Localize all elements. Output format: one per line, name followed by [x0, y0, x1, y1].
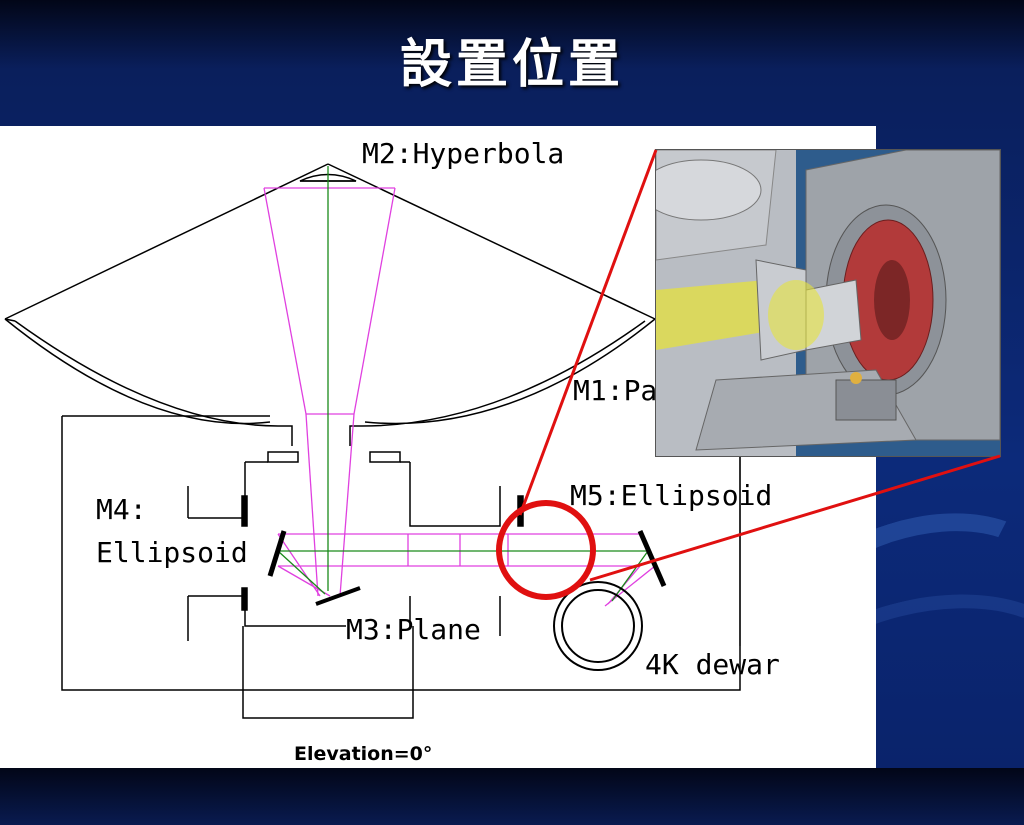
- label-m4: M4:: [96, 493, 147, 526]
- mirror-m3: [315, 586, 361, 606]
- label-m2: M2:Hyperbola: [362, 137, 564, 170]
- optical-axis: [277, 166, 649, 602]
- primary-dish: [4, 163, 656, 446]
- label-dewar: 4K dewar: [645, 648, 780, 681]
- label-elevation: Elevation=0°: [294, 743, 432, 765]
- dewar: [553, 581, 643, 671]
- slide-title: 設置位置: [399, 35, 624, 95]
- highlight-circle: [496, 500, 596, 600]
- render-illustration: [656, 150, 1000, 456]
- mirror-m4: [267, 530, 287, 577]
- label-m5: M5:Ellipsoid: [570, 479, 772, 512]
- label-m4-sub: Ellipsoid: [96, 536, 248, 569]
- mirror-m5: [637, 530, 667, 587]
- label-m3: M3:Plane: [346, 613, 481, 646]
- label-m1: M1:Pa: [573, 374, 657, 407]
- render-photo: [656, 150, 1000, 456]
